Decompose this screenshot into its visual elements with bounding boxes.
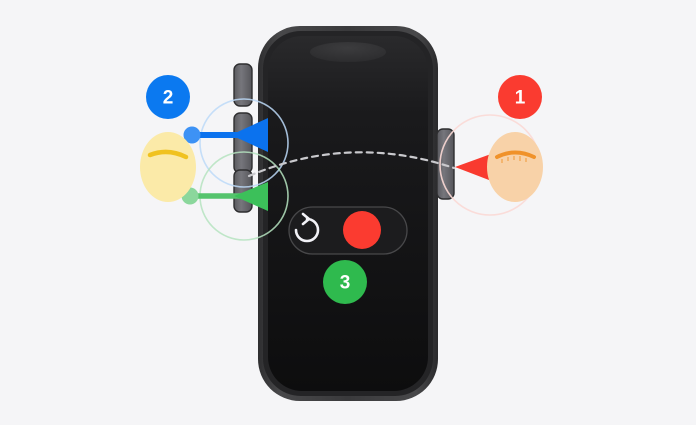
right-thumb: [487, 132, 543, 202]
highlight-ring-step2: [199, 98, 289, 188]
step-2-indicator: [183, 118, 268, 152]
camera-island: [310, 42, 386, 62]
step-2-origin-dot: [183, 126, 201, 144]
step-3-indicator: [181, 182, 268, 211]
left-thumb: [140, 132, 196, 202]
left-top-button[interactable]: [233, 63, 253, 107]
camera-control-pill[interactable]: [288, 206, 408, 255]
swipe-arc: [247, 151, 456, 178]
step-2-arrow: [231, 118, 268, 152]
step-badge-3[interactable]: 3: [323, 260, 367, 304]
rotate-camera-icon[interactable]: [294, 212, 320, 243]
step-badge-3-label: 3: [340, 273, 351, 294]
record-button[interactable]: [343, 211, 381, 249]
step-badge-1-label: 1: [515, 88, 526, 109]
step-3-arrow: [234, 182, 268, 211]
step-badge-2[interactable]: 2: [146, 75, 190, 119]
step-badge-2-label: 2: [163, 88, 174, 109]
step-badge-1[interactable]: 1: [498, 75, 542, 119]
right-side-button[interactable]: [436, 128, 455, 200]
